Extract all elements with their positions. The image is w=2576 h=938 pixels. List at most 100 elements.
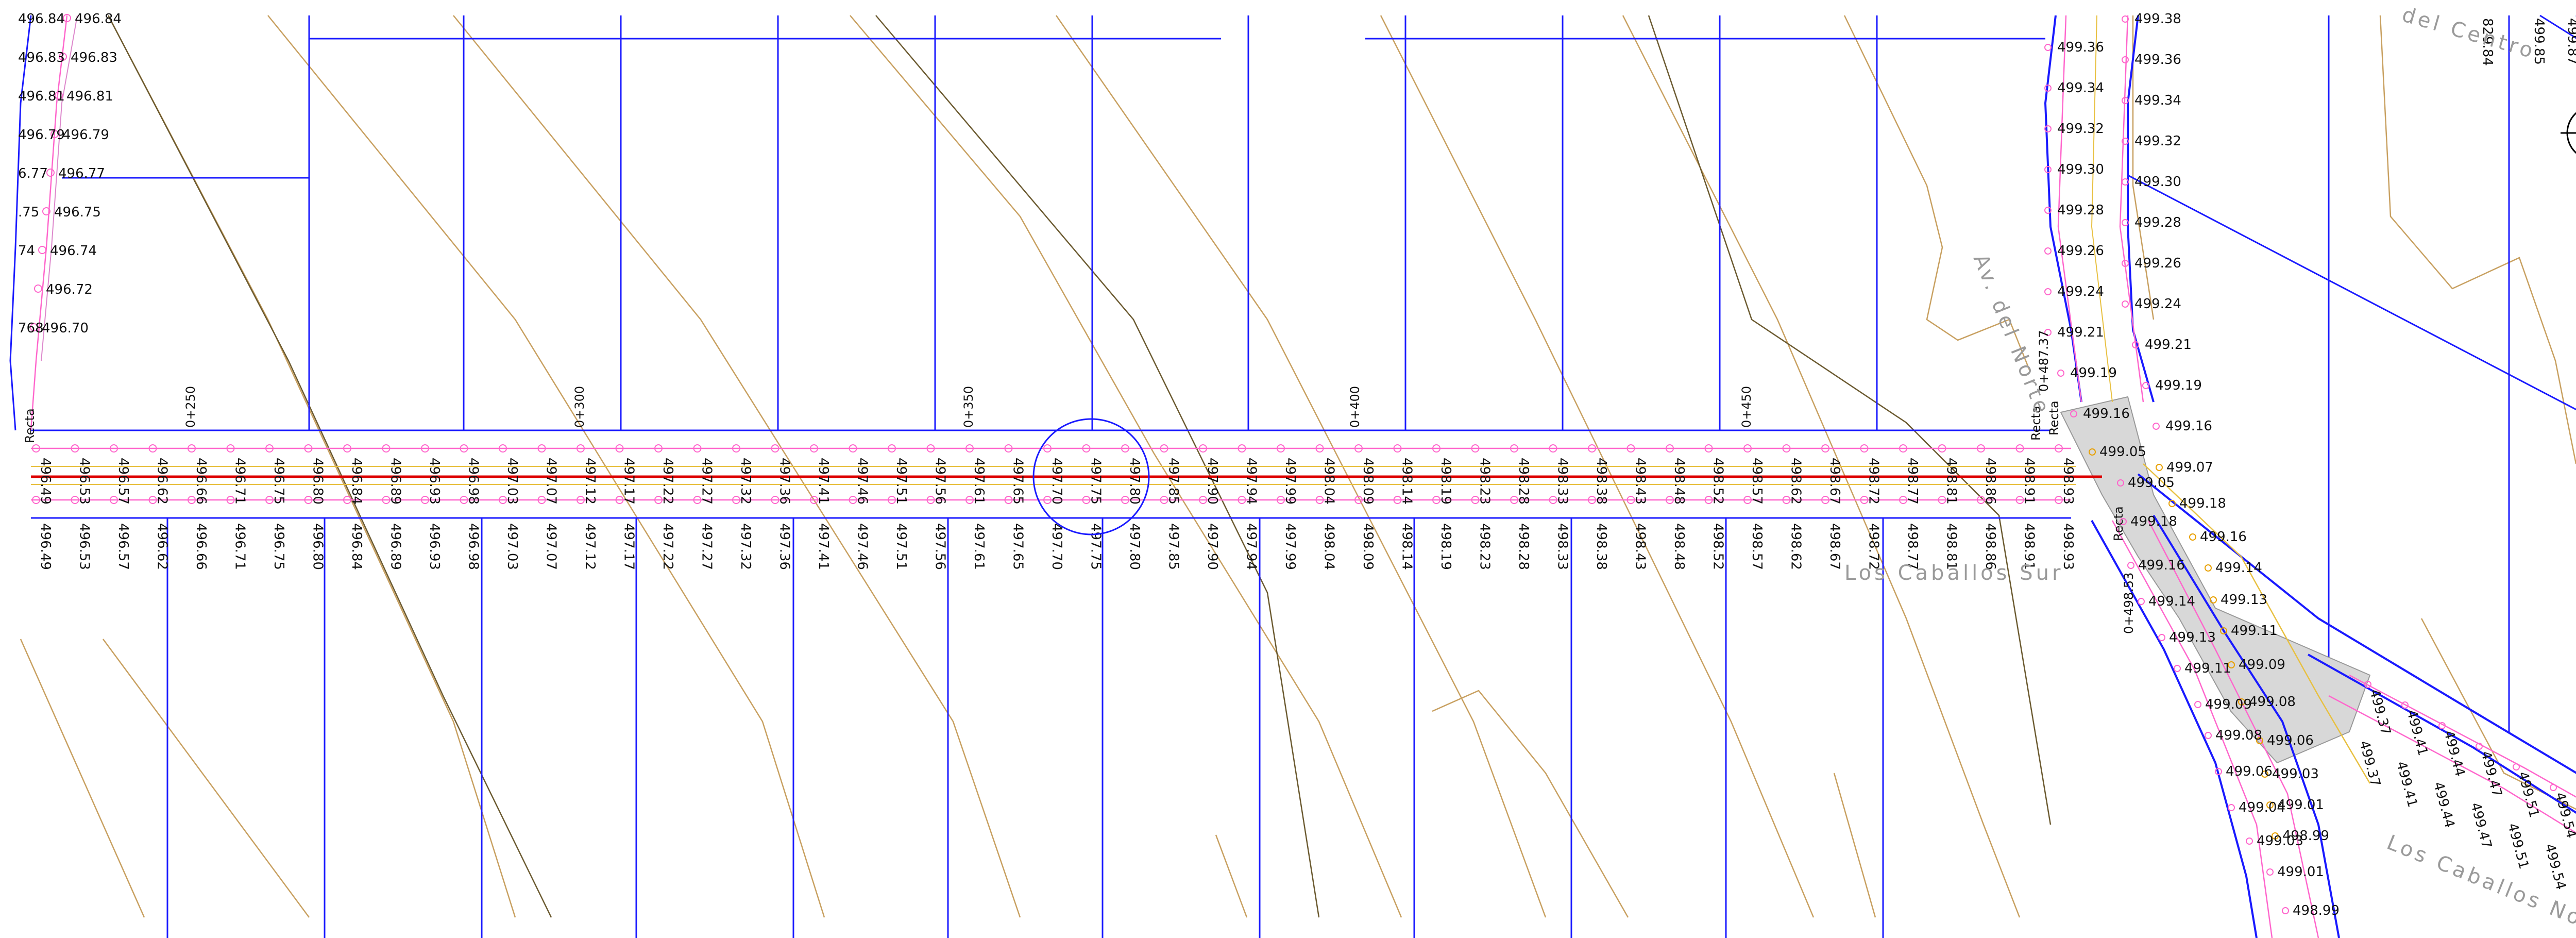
elevation-point (1899, 444, 1907, 453)
curve-label: Recta (2029, 406, 2043, 441)
elevation-label-lower: 497.80 (1127, 523, 1142, 570)
elevation-label-upper: 498.04 (1321, 458, 1337, 505)
elevation-point (2272, 832, 2279, 840)
elevation-point (1432, 496, 1440, 504)
contour-line (20, 639, 145, 918)
elevation-point (1510, 496, 1518, 504)
intersection-elevation-label: 499.04 (2239, 800, 2285, 815)
elevation-point (460, 444, 468, 453)
left-road-elevation-label: 496.77 (58, 166, 105, 181)
end-station-south: 0+498.53 (2122, 573, 2136, 634)
elevation-label-upper: 497.65 (1010, 458, 1026, 505)
elevation-label-lower: 497.65 (1010, 523, 1026, 570)
elevation-label-upper: 497.03 (504, 458, 520, 505)
north-road-east-label: 499.16 (2165, 418, 2212, 434)
elevation-label-lower: 496.84 (349, 523, 364, 570)
curve-label: Recta (2047, 400, 2061, 435)
elevation-label-lower: 497.41 (816, 523, 831, 570)
elevation-point (1743, 496, 1752, 504)
elevation-point (2228, 804, 2235, 811)
left-road-cut-label: 496.81 (18, 89, 65, 104)
left-road-cut-label: 768 (18, 321, 44, 336)
intersection-elevation-label: 499.05 (2128, 475, 2175, 491)
elevation-label-upper: 497.80 (1127, 458, 1142, 505)
elevation-point (732, 496, 740, 504)
elevation-label-lower: 497.85 (1166, 523, 1181, 570)
elevation-label-lower: 498.14 (1399, 523, 1415, 570)
elevation-point (2122, 300, 2129, 308)
elevation-point (499, 496, 507, 504)
elevation-label-lower: 496.98 (466, 523, 481, 570)
southeast-road-label: 499.54 (2541, 842, 2569, 892)
elevation-point (1043, 444, 1052, 453)
elevation-point (2238, 698, 2245, 706)
elevation-label-lower: 496.53 (77, 523, 92, 570)
elevation-point (2513, 763, 2520, 770)
north-road-east-label: 499.26 (2134, 256, 2181, 271)
elevation-point (577, 496, 585, 504)
elevation-point (32, 496, 40, 504)
elevation-point (1704, 496, 1713, 504)
north-road-west-label: 499.30 (2057, 162, 2104, 177)
elevation-point (1160, 496, 1168, 504)
elevation-label-upper: 497.56 (933, 458, 948, 505)
north-road-west-label: 499.16 (2083, 406, 2130, 422)
elevation-point (2015, 444, 2024, 453)
elevation-point (926, 496, 935, 504)
elevation-label-upper: 498.52 (1710, 458, 1726, 505)
elevation-label-upper: 497.85 (1166, 458, 1181, 505)
elevation-point (421, 496, 429, 504)
pi-circle-marker (1032, 418, 1150, 535)
elevation-point (1354, 496, 1363, 504)
elevation-label-upper: 498.28 (1516, 458, 1531, 505)
elevation-point (2127, 562, 2134, 569)
intersection-elevation-label: 499.14 (2148, 594, 2195, 609)
elevation-label-lower: 496.49 (38, 523, 53, 570)
elevation-label-lower: 497.32 (738, 523, 753, 570)
intersection-elevation-label: 499.09 (2205, 697, 2252, 712)
elevation-point (2122, 178, 2129, 186)
elevation-point (1471, 444, 1480, 453)
elevation-label-lower: 498.93 (2060, 523, 2076, 570)
intersection-area (2060, 396, 2371, 764)
top-right-elevation-label: 499.87 (2565, 18, 2576, 65)
elevation-points (30, 14, 2557, 914)
elevation-label-lower: 496.71 (232, 523, 248, 570)
elevation-point (34, 284, 42, 293)
elevation-point (771, 496, 779, 504)
elevation-label-upper: 496.75 (271, 458, 286, 505)
elevation-point (148, 444, 157, 453)
left-road-elevation-label: 496.79 (62, 127, 109, 143)
elevation-label-upper: 498.86 (1982, 458, 1998, 505)
elevation-label-upper: 497.70 (1049, 458, 1064, 505)
elevation-label-upper: 497.51 (893, 458, 909, 505)
intersection-elevation-label: 498.99 (2293, 903, 2340, 918)
road-edge-line (2119, 15, 2144, 403)
elevation-point (1588, 496, 1596, 504)
southeast-road-label: 499.54 (2552, 791, 2576, 840)
road-edge-line (2091, 15, 2113, 403)
contour-line (1833, 773, 1876, 918)
contour-line (1380, 15, 1815, 918)
left-road-cut-label: 74 (18, 243, 35, 259)
elevation-label-upper: 498.14 (1399, 458, 1415, 505)
elevation-point (2438, 722, 2446, 729)
index-contour-line (875, 15, 1320, 918)
contour-line (2379, 15, 2576, 464)
elevation-label-lower: 498.86 (1982, 523, 1998, 570)
intersection-elevation-label: 499.16 (2138, 558, 2185, 573)
road-edge-line (2147, 520, 2319, 938)
intersection-elevation-label: 499.11 (2231, 623, 2278, 639)
left-road-elevation-label: 496.74 (50, 243, 97, 259)
elevation-point (2210, 596, 2217, 604)
elevation-point (1238, 444, 1246, 453)
elevation-label-upper: 497.61 (971, 458, 987, 505)
elevation-point (1004, 496, 1013, 504)
elevation-label-upper: 497.99 (1282, 458, 1298, 505)
elevation-point (1199, 496, 1207, 504)
elevation-point (2089, 448, 2096, 456)
elevation-point (888, 496, 896, 504)
elevation-label-upper: 496.84 (349, 458, 364, 505)
elevation-label-upper: 497.32 (738, 458, 753, 505)
elevation-point (2401, 701, 2409, 709)
